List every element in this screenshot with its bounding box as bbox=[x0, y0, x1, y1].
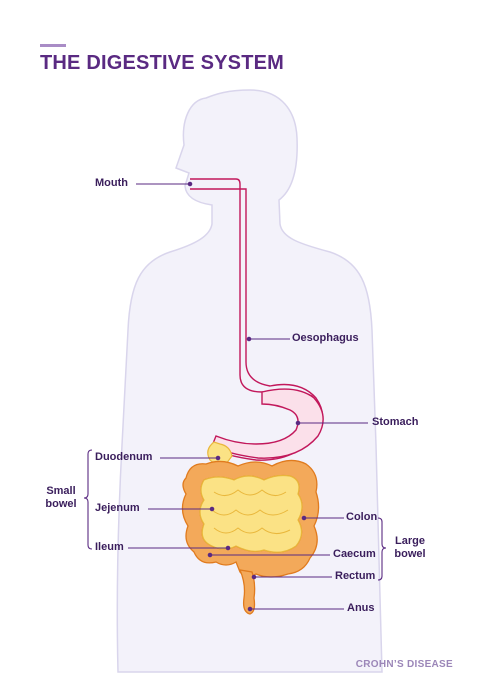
rectum-leader-dot bbox=[251, 574, 257, 580]
stomach-shape bbox=[211, 388, 324, 459]
footer-brand: CROHN’S DISEASE bbox=[355, 659, 453, 670]
label-oesophagus: Oesophagus bbox=[292, 332, 359, 344]
title-accent-bar bbox=[40, 44, 66, 47]
small-bowel-line-2: bowel bbox=[45, 498, 77, 510]
label-caecum: Caecum bbox=[333, 548, 376, 560]
duodenum-leader-dot bbox=[215, 455, 221, 461]
label-rectum: Rectum bbox=[335, 570, 376, 582]
group-label-large-bowel: Large bowel bbox=[388, 535, 432, 561]
caecum-leader-dot bbox=[207, 552, 213, 558]
label-ileum: Ileum bbox=[95, 541, 124, 553]
group-label-small-bowel: Small bowel bbox=[40, 485, 82, 511]
colon-leader-dot bbox=[301, 515, 307, 521]
large-bowel-line-1: Large bbox=[395, 535, 425, 547]
label-colon: Colon bbox=[346, 511, 378, 523]
label-stomach: Stomach bbox=[372, 416, 419, 428]
small-intestine-shape bbox=[199, 474, 303, 553]
stomach-leader-dot bbox=[295, 420, 301, 426]
small-bowel-bracket bbox=[83, 449, 93, 550]
leader-lines bbox=[128, 181, 368, 612]
page-title: THE DIGESTIVE SYSTEM bbox=[40, 52, 285, 74]
small-bowel-line-1: Small bbox=[46, 485, 76, 497]
anus-leader-dot bbox=[247, 606, 253, 612]
body-silhouette bbox=[116, 89, 383, 673]
large-bowel-line-2: bowel bbox=[394, 548, 426, 560]
mouth-leader-dot bbox=[187, 181, 193, 187]
label-anus: Anus bbox=[347, 602, 375, 614]
small-intestine-folds bbox=[211, 489, 291, 534]
oesophagus-leader-dot bbox=[246, 336, 252, 342]
label-mouth: Mouth bbox=[95, 177, 128, 189]
jejenum-leader-dot bbox=[209, 506, 215, 512]
label-duodenum: Duodenum bbox=[95, 451, 153, 463]
ileum-leader-dot bbox=[225, 545, 231, 551]
rectum-shape bbox=[238, 569, 256, 615]
large-bowel-bracket bbox=[377, 517, 387, 581]
label-jejenum: Jejenum bbox=[95, 502, 140, 514]
